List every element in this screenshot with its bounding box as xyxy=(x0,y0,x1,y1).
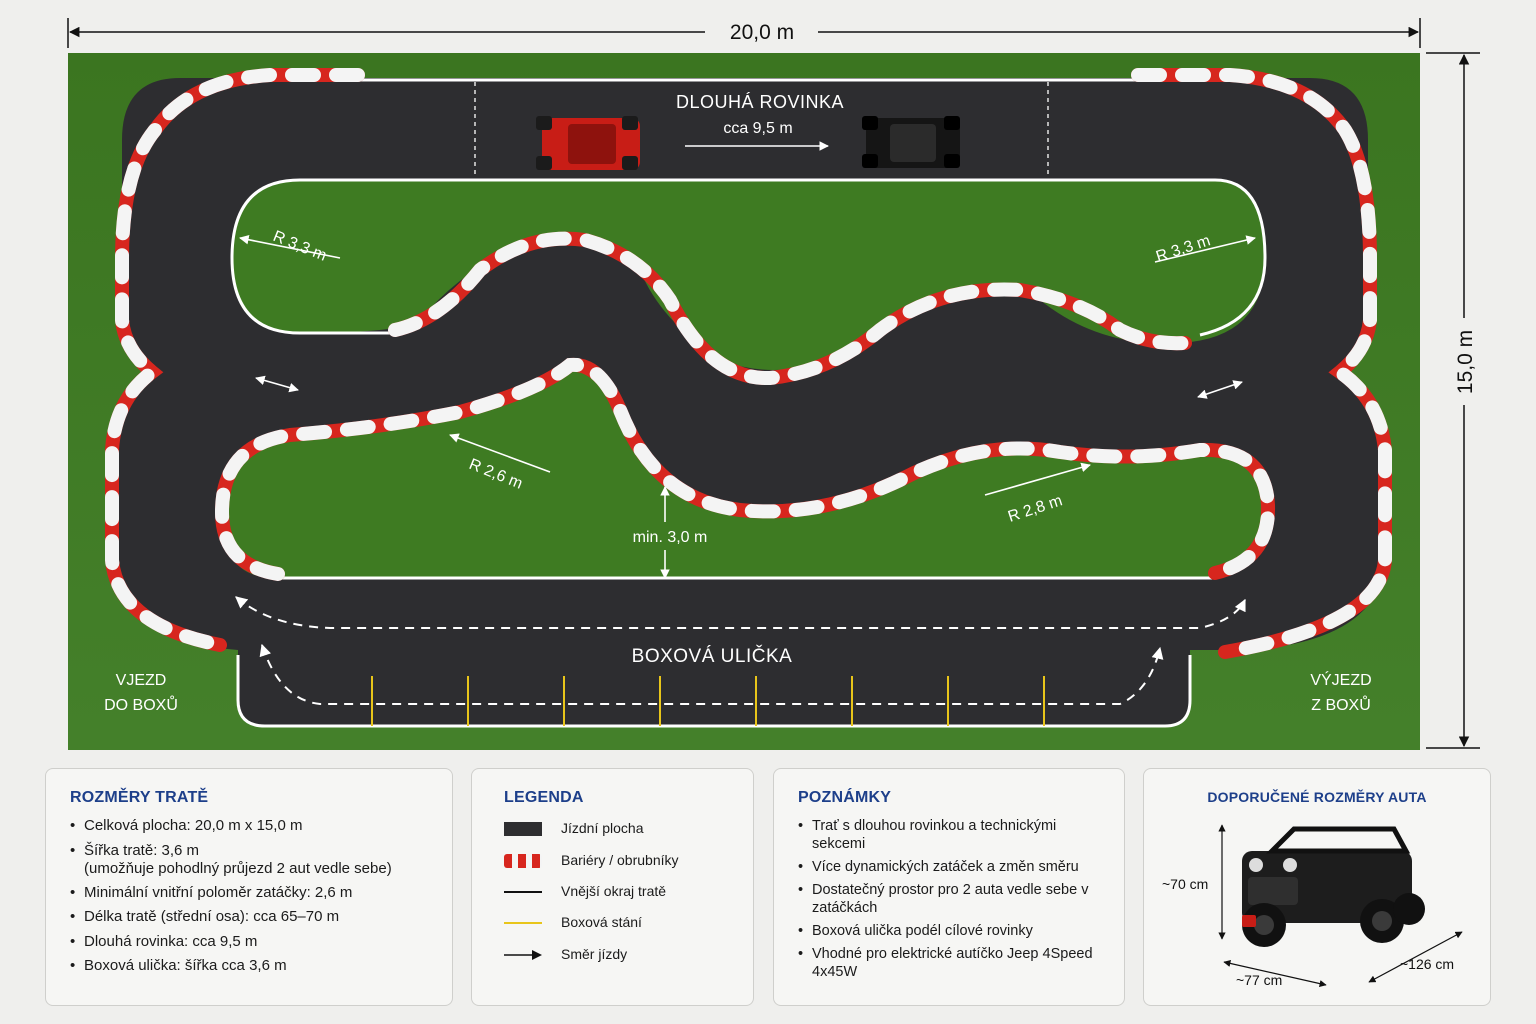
list-item: Boxová ulička podél cílové rovinky xyxy=(798,922,1110,940)
dimensions-list: Celková plocha: 20,0 m x 15,0 m Šířka tr… xyxy=(70,817,438,982)
list-item: Celková plocha: 20,0 m x 15,0 m xyxy=(70,817,438,835)
legend-card: LEGENDA Jízdní plocha Bariéry / obrubník… xyxy=(471,768,754,1006)
pit-entry-line2: DO BOXŮ xyxy=(104,695,178,714)
height-label: 15,0 m xyxy=(1454,330,1477,394)
barrier-swatch-icon xyxy=(504,854,542,868)
car-length-label: ~126 cm xyxy=(1400,956,1454,972)
pit-outer-line xyxy=(236,655,1192,728)
legend-label: Vnější okraj tratě xyxy=(561,883,667,899)
list-item: Minimální vnitřní poloměr zatáčky: 2,6 m xyxy=(70,884,438,902)
pit-exit-line1: VÝJEZD xyxy=(1310,670,1371,689)
legend-label: Jízdní plocha xyxy=(561,820,644,836)
list-item: Šířka tratě: 3,6 m(umožňuje pohodlný prů… xyxy=(70,842,438,878)
list-item: Délka tratě (střední osa): cca 65–70 m xyxy=(70,908,438,926)
legend-item: Vnější okraj tratě xyxy=(504,881,764,903)
barriers xyxy=(105,68,1392,659)
list-item: Vhodné pro elektrické autíčko Jeep 4Spee… xyxy=(798,945,1110,981)
card-title: DOPORUČENÉ ROZMĚRY AUTA xyxy=(1207,789,1427,805)
outer-edge-line xyxy=(300,178,1267,337)
list-item-text: Šířka tratě: 3,6 m xyxy=(84,841,200,859)
pit-exit-line2: Z BOXŮ xyxy=(1311,695,1371,714)
legend-label: Směr jízdy xyxy=(561,946,628,962)
legend-label: Bariéry / obrubníky xyxy=(561,852,679,868)
car-dimensions-card: DOPORUČENÉ ROZMĚRY AUTA ~70 cm ~77 cm ~1… xyxy=(1143,768,1491,1006)
height-dimension: 15,0 m xyxy=(1426,52,1480,749)
asphalt-swatch-icon xyxy=(504,822,542,836)
car-height-label: ~70 cm xyxy=(1162,876,1208,892)
long-straight-title: DLOUHÁ ROVINKA xyxy=(676,92,844,112)
track-dimensions-card: ROZMĚRY TRATĚ Celková plocha: 20,0 m x 1… xyxy=(45,768,453,1006)
infield-bottom xyxy=(222,365,1271,578)
notes-card: POZNÁMKY Trať s dlouhou rovinkou a techn… xyxy=(773,768,1125,1006)
list-item: Dlouhá rovinka: cca 9,5 m xyxy=(70,933,438,951)
list-item: Boxová ulička: šířka cca 3,6 m xyxy=(70,957,438,975)
long-straight-length: cca 9,5 m xyxy=(723,120,792,137)
annotation-arrows xyxy=(239,141,1256,579)
card-title: POZNÁMKY xyxy=(798,789,892,806)
legend-label: Boxová stání xyxy=(561,914,642,930)
width-label: 20,0 m xyxy=(730,21,794,44)
list-item-subtext: (umožňuje pohodlný průjezd 2 aut vedle s… xyxy=(84,859,392,877)
width-dimension: 20,0 m xyxy=(67,18,1421,48)
pit-box-line-icon xyxy=(504,922,542,924)
red-car xyxy=(536,116,640,170)
inner-edge-line-left xyxy=(230,178,400,335)
pit-direction-arrows xyxy=(235,596,1246,705)
jeep-icon xyxy=(1242,826,1425,947)
list-item: Více dynamických zatáček a změn směru xyxy=(798,858,1110,876)
pit-box-lines xyxy=(371,676,1045,726)
notes-list: Trať s dlouhou rovinkou a technickými se… xyxy=(798,817,1110,986)
edge-line-icon xyxy=(504,891,542,893)
legend-item: Boxová stání xyxy=(504,912,764,934)
car-illustration: ~70 cm ~77 cm ~126 cm xyxy=(1162,824,1463,988)
car-width-label: ~77 cm xyxy=(1236,972,1282,988)
list-item: Dostatečný prostor pro 2 auta vedle sebe… xyxy=(798,881,1110,917)
pit-entry-line1: VJEZD xyxy=(116,672,167,689)
legend-item: Jízdní plocha xyxy=(504,818,764,840)
card-title: LEGENDA xyxy=(504,789,584,806)
list-item: Trať s dlouhou rovinkou a technickými se… xyxy=(798,817,1110,853)
infield-top xyxy=(232,180,1265,370)
min-width-label: min. 3,0 m xyxy=(633,529,708,546)
legend-item: Bariéry / obrubníky xyxy=(504,850,764,872)
pit-lane-label: BOXOVÁ ULIČKA xyxy=(632,645,793,667)
track-plan: DLOUHÁ ROVINKA cca 9,5 m R 3,3 m R 3,3 m… xyxy=(67,18,1480,750)
arrow-icon xyxy=(504,950,542,960)
black-car xyxy=(862,116,960,168)
legend-item: Směr jízdy xyxy=(504,944,764,966)
card-title: ROZMĚRY TRATĚ xyxy=(70,789,209,806)
